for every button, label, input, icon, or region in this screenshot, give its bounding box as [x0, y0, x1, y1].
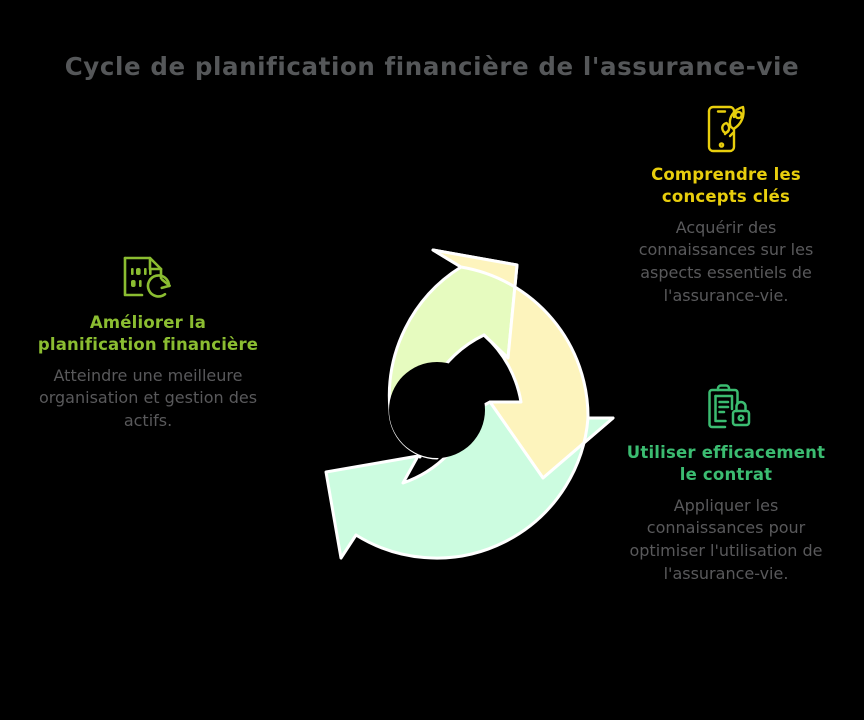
block-left-heading: Améliorer la planification financière [37, 313, 259, 354]
block-bottom-right-body: Appliquer les connaissances pour optimis… [629, 495, 823, 583]
smartphone-rocket-icon-box [626, 104, 826, 156]
block-top-right-body: Acquérir des connaissances sur les aspec… [638, 217, 814, 305]
cycle-segment-yellow [431, 248, 615, 480]
block-top-right-heading: Comprendre les concepts clés [651, 165, 801, 206]
step-block-comprendre-concepts: Comprendre les concepts clés Acquérir de… [626, 104, 826, 307]
document-refresh-icon [123, 256, 171, 298]
document-refresh-icon-box [34, 252, 262, 304]
cycle-diagram [270, 240, 620, 590]
block-bottom-right-heading: Utiliser efficacement le contrat [626, 443, 826, 484]
step-block-utiliser-contrat: Utiliser efficacement le contrat Appliqu… [626, 382, 826, 585]
cycle-center-hole [389, 362, 485, 458]
step-block-ameliorer-planification: Améliorer la planification financière At… [34, 252, 262, 433]
clipboard-lock-icon-box [626, 382, 826, 434]
page-title: Cycle de planification financière de l'a… [64, 52, 800, 81]
block-left-body: Atteindre une meilleure organisation et … [38, 365, 258, 430]
smartphone-rocket-icon [707, 105, 745, 153]
clipboard-lock-icon [708, 384, 751, 429]
